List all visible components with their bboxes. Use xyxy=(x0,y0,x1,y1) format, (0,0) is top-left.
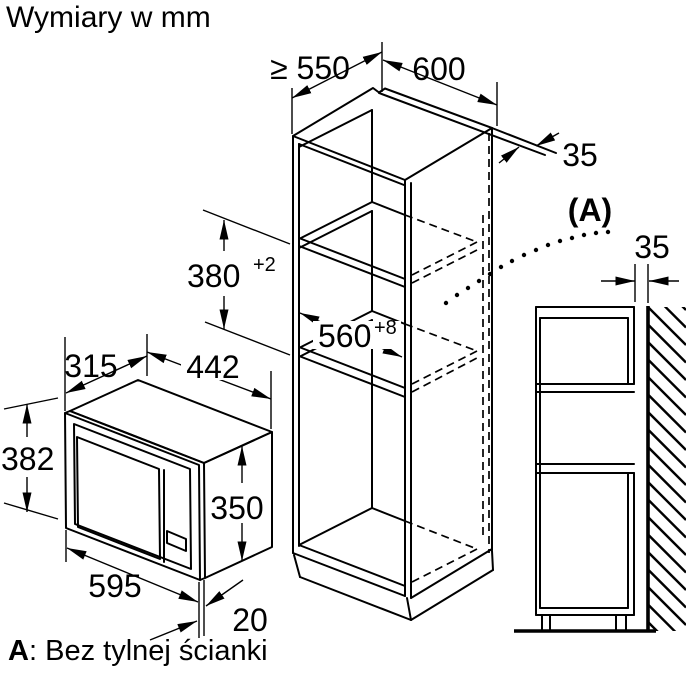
dim-label-mw-body-width: 442 xyxy=(186,349,239,385)
footnote: A : Bez tylnej ścianki xyxy=(8,635,268,667)
dim-label-mw-frame: 20 xyxy=(232,602,268,638)
dim-arrow-mw-frame-right xyxy=(205,579,244,607)
dim-label-min-depth: ≥ 550 xyxy=(270,50,350,86)
dim-line-mw-front-width xyxy=(66,547,199,603)
detail-reference-label: (A) xyxy=(568,192,612,228)
detail-leader-dots xyxy=(443,229,611,306)
dim-line-mw-depth xyxy=(65,355,148,394)
dim-label-niche-height-tolerance: +2 xyxy=(253,254,276,276)
footnote-prefix: A xyxy=(8,635,29,667)
dim-label-wall-gap: 35 xyxy=(634,229,670,265)
dim-label-mw-front-width: 595 xyxy=(88,568,141,604)
wall-hatching xyxy=(649,307,686,631)
dim-label-width: 600 xyxy=(412,51,465,87)
cabinet-feet xyxy=(541,614,627,632)
dim-arrow-mw-frame-left xyxy=(149,620,198,641)
side-view-drawing xyxy=(514,306,686,633)
dim-line-width xyxy=(382,59,498,106)
dim-label-mw-depth: 315 xyxy=(64,348,117,384)
dim-label-mw-front-height: 382 xyxy=(1,441,54,477)
hidden-edges xyxy=(404,133,490,583)
dim-label-rear-strip: 35 xyxy=(562,137,598,173)
dim-label-niche-width: 560 xyxy=(318,318,371,354)
rear-strip-outer-edge xyxy=(491,127,557,154)
page-title: Wymiary w mm xyxy=(6,1,211,34)
dim-arrow-rear-strip-1 xyxy=(535,132,560,147)
dim-arrow-rear-strip-2 xyxy=(498,146,520,164)
footnote-text: : Bez tylnej ścianki xyxy=(29,635,268,667)
dim-line-min-depth xyxy=(291,51,383,99)
dimension-annotations: ≥ 550 600 35 (A) 35 380 +2 560 +8 315 44… xyxy=(1,42,679,641)
dim-label-mw-body-height: 350 xyxy=(210,490,263,526)
dim-label-niche-width-tolerance: +8 xyxy=(374,317,397,339)
dim-label-niche-height: 380 xyxy=(187,258,240,294)
